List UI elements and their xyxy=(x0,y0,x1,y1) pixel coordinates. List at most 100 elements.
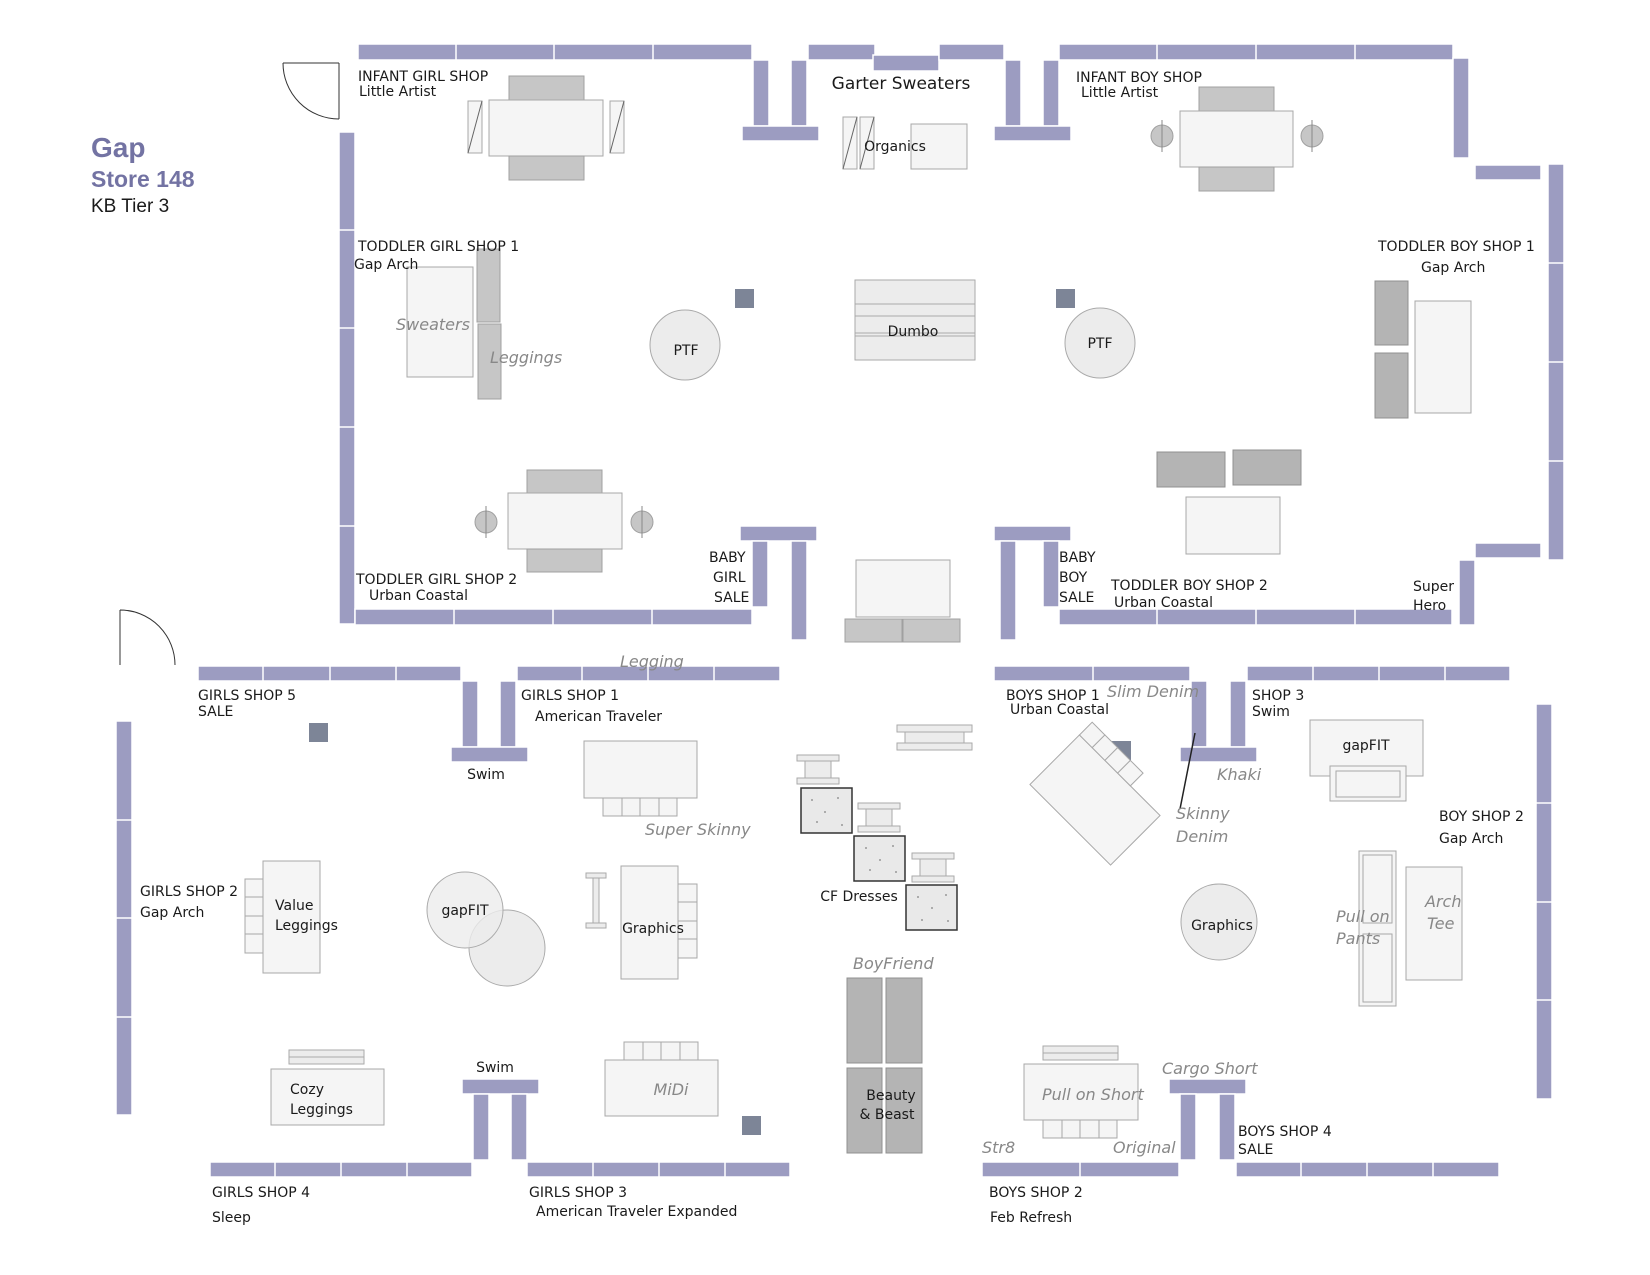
brand-title: Gap xyxy=(91,132,145,163)
girls-1-table xyxy=(583,740,698,817)
graphics-girls-fixture xyxy=(585,865,698,980)
baby-boy-sale-label: BOY xyxy=(1059,570,1088,586)
zone-title: INFANT BOY SHOP xyxy=(1076,70,1202,86)
midi-label: MiDi xyxy=(653,1080,689,1099)
dumbo-label: Dumbo xyxy=(888,324,939,340)
beauty-beast-label: & Beast xyxy=(860,1107,915,1123)
walls-lower xyxy=(115,665,1553,1178)
zone-title: TODDLER GIRL SHOP 1 xyxy=(357,239,519,255)
column xyxy=(742,1116,761,1135)
super-skinny-label: Super Skinny xyxy=(645,820,751,839)
swim-label: Swim xyxy=(476,1060,514,1076)
swim-label: Swim xyxy=(467,767,505,783)
walls-upper xyxy=(338,43,1565,641)
pull-on-short-label: Pull on Short xyxy=(1042,1085,1144,1104)
boyfriend-label: BoyFriend xyxy=(853,954,934,973)
skinny-denim-label: Skinny xyxy=(1176,804,1230,823)
organics-fixture xyxy=(842,116,968,170)
entry-table xyxy=(844,559,961,643)
khaki-label: Khaki xyxy=(1217,765,1262,784)
skinny-denim-label: Denim xyxy=(1176,827,1228,846)
zone-subtitle: Gap Arch xyxy=(140,905,204,921)
midi-table xyxy=(604,1041,719,1117)
original-label: Original xyxy=(1113,1138,1176,1157)
zone-title: GIRLS SHOP 4 xyxy=(212,1185,310,1201)
arch-tee-label: Arch xyxy=(1424,892,1461,911)
zone-subtitle: Gap Arch xyxy=(354,257,418,273)
cozy-leggings-label: Cozy xyxy=(290,1082,324,1098)
zone-title: BOY SHOP 2 xyxy=(1439,809,1524,825)
pull-on-pants-label: Pull on xyxy=(1336,907,1390,926)
zone-title: TODDLER BOY SHOP 2 xyxy=(1110,578,1268,594)
zone-subtitle: Gap Arch xyxy=(1439,831,1503,847)
graphics-boys-table xyxy=(1180,883,1258,961)
zone-title: SHOP 3 xyxy=(1252,688,1304,704)
dress-table-texture xyxy=(811,797,949,922)
cozy-leggings-table xyxy=(270,1049,385,1126)
zone-title: GIRLS SHOP 5 xyxy=(198,688,296,704)
zone-title: INFANT GIRL SHOP xyxy=(358,69,488,85)
cf-dresses-label: CF Dresses xyxy=(820,889,898,905)
ptf-left-table xyxy=(649,309,721,381)
zone-subtitle: Urban Coastal xyxy=(369,588,468,604)
zone-title: TODDLER BOY SHOP 1 xyxy=(1377,239,1535,255)
cargo-short-label: Cargo Short xyxy=(1162,1059,1258,1078)
zone-subtitle: American Traveler Expanded xyxy=(536,1204,737,1220)
value-leggings-fixture xyxy=(244,860,321,974)
zone-title: GIRLS SHOP 1 xyxy=(521,688,619,704)
dumbo-table xyxy=(854,279,976,361)
zone-subtitle: SALE xyxy=(1238,1142,1273,1158)
zone-title: BOYS SHOP 2 xyxy=(989,1185,1083,1201)
gapfit-boys-table xyxy=(1309,719,1424,802)
organics-label: Organics xyxy=(864,139,926,155)
store-number: Store 148 xyxy=(91,166,195,192)
pull-on-short-table xyxy=(1023,1045,1139,1139)
infant-girl-table xyxy=(467,75,625,181)
column xyxy=(735,289,754,308)
sweaters-label: Sweaters xyxy=(396,315,470,334)
skinny-denim-table xyxy=(1029,721,1196,866)
zone-subtitle: Little Artist xyxy=(359,84,437,100)
slim-denim-label: Slim Denim xyxy=(1107,682,1199,701)
zone-subtitle: SALE xyxy=(198,704,233,720)
value-leggings-label: Leggings xyxy=(275,918,338,934)
ptf-right-table xyxy=(1064,307,1136,379)
leggings-label: Leggings xyxy=(490,348,562,367)
cozy-leggings-label: Leggings xyxy=(290,1102,353,1118)
beauty-beast-label: Beauty xyxy=(866,1088,915,1104)
zone-subtitle: Urban Coastal xyxy=(1010,702,1109,718)
toddler-boy-fixtures xyxy=(1374,280,1472,419)
zone-subtitle: Swim xyxy=(1252,704,1290,720)
toddler-boy-2-fixtures xyxy=(1156,449,1302,555)
gapfit-girls-table xyxy=(426,871,546,987)
zone-subtitle: Urban Coastal xyxy=(1114,595,1213,611)
gapfit-label: gapFIT xyxy=(441,903,489,919)
structural-columns xyxy=(309,289,1131,1135)
zone-subtitle: Gap Arch xyxy=(1421,260,1485,276)
graphics-label: Graphics xyxy=(622,921,684,937)
denim-towers xyxy=(846,977,923,1154)
tier-label: KB Tier 3 xyxy=(91,196,169,217)
zone-title: GIRLS SHOP 3 xyxy=(529,1185,627,1201)
value-leggings-label: Value xyxy=(275,898,313,914)
ptf-label: PTF xyxy=(673,343,698,359)
baby-girl-sale-label: SALE xyxy=(714,590,749,606)
baby-girl-sale-label: GIRL xyxy=(713,570,746,586)
ptf-label: PTF xyxy=(1087,336,1112,352)
baby-boy-sale-label: BABY xyxy=(1059,550,1096,566)
zone-title: TODDLER GIRL SHOP 2 xyxy=(355,572,517,588)
arch-tee-label: Tee xyxy=(1427,914,1455,933)
column xyxy=(1056,289,1075,308)
door-left xyxy=(119,609,176,666)
column xyxy=(309,723,328,742)
graphics-label: Graphics xyxy=(1191,918,1253,934)
toddler-girl-fixtures xyxy=(406,248,502,400)
door-top-left xyxy=(282,62,340,120)
baby-girl-sale-label: BABY xyxy=(709,550,746,566)
pull-on-pants-fixture xyxy=(1358,850,1463,1007)
zone-subtitle: American Traveler xyxy=(535,709,662,725)
zone-subtitle: Sleep xyxy=(212,1210,251,1226)
super-hero-label: Hero xyxy=(1413,598,1446,614)
zone-title: GIRLS SHOP 2 xyxy=(140,884,238,900)
